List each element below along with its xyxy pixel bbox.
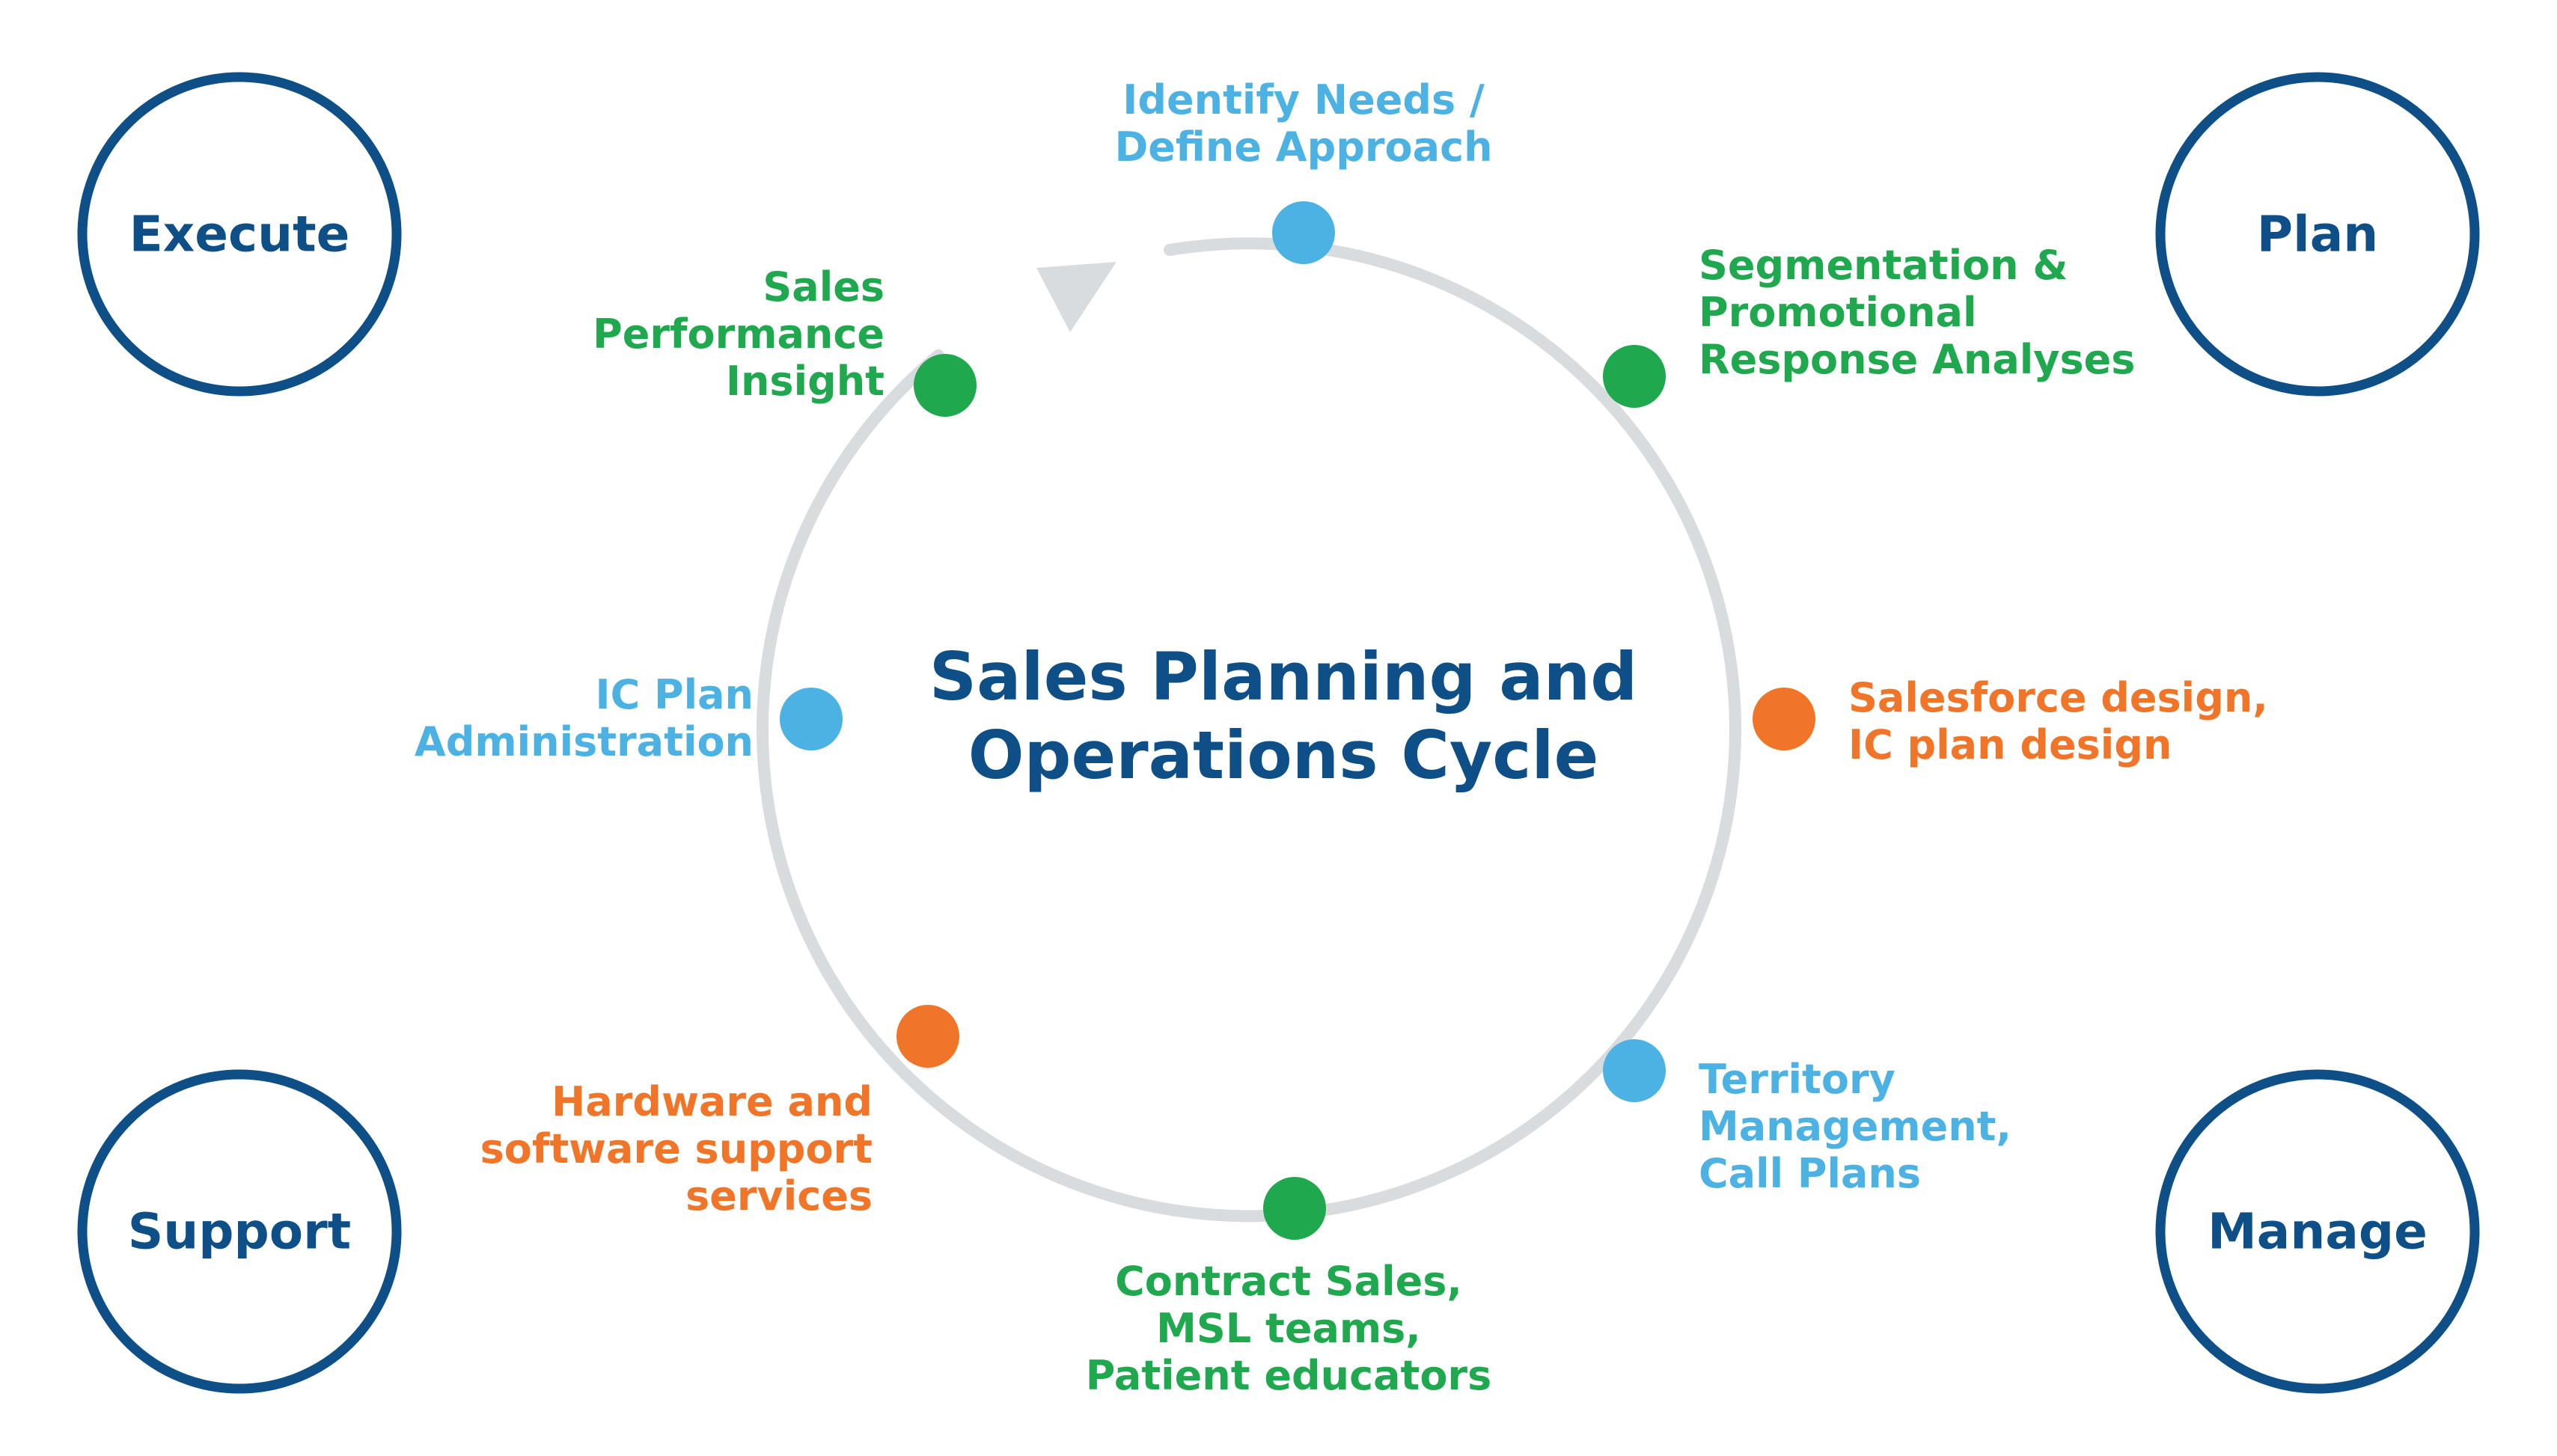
cycle-step-label: Performance <box>593 311 885 358</box>
cycle-step-dot <box>1272 201 1335 264</box>
phase-plan-label: Plan <box>2257 206 2379 263</box>
phase-execute: Execute <box>77 72 402 397</box>
cycle-step-dot <box>896 1005 959 1068</box>
cycle-step-dot <box>780 688 843 750</box>
cycle-step-label: services <box>685 1172 873 1220</box>
cycle-step-dot <box>1753 688 1815 750</box>
cycle-step: Identify Needs /Define Approach <box>1114 76 1493 264</box>
cycle-arrowhead <box>1036 262 1116 332</box>
cycle-step-label: Define Approach <box>1114 123 1492 171</box>
phase-manage: Manage <box>2155 1069 2480 1394</box>
cycle-step-label: Management, <box>1699 1103 2011 1150</box>
cycle-step-dot <box>1263 1177 1326 1240</box>
cycle-step-label: Patient educators <box>1086 1352 1491 1399</box>
cycle-step-label: Administration <box>415 718 754 765</box>
cycle-step-label: IC plan design <box>1848 721 2172 768</box>
cycle-steps: Identify Needs /Define ApproachSegmentat… <box>415 76 2268 1399</box>
phase-support: Support <box>77 1069 402 1394</box>
phase-plan: Plan <box>2155 72 2480 397</box>
cycle-step-dot <box>914 354 977 417</box>
phase-support-label: Support <box>128 1203 351 1261</box>
cycle-step-label: Segmentation & <box>1699 242 2068 289</box>
cycle-step-label: software support <box>480 1125 873 1172</box>
phase-execute-label: Execute <box>129 206 350 263</box>
cycle-step-label: Promotional <box>1699 289 1977 336</box>
cycle-step: Salesforce design,IC plan design <box>1753 674 2268 768</box>
cycle-step: Contract Sales,MSL teams,Patient educato… <box>1086 1177 1491 1399</box>
cycle-step-dot <box>1603 1039 1666 1102</box>
phase-manage-label: Manage <box>2208 1203 2428 1261</box>
cycle-step-label: Identify Needs / <box>1122 76 1485 123</box>
cycle-step-label: Hardware and <box>552 1078 873 1125</box>
cycle-step-label: Call Plans <box>1699 1150 1921 1197</box>
cycle-step-label: Insight <box>726 358 885 405</box>
cycle-ring <box>756 237 1741 1223</box>
diagram-title-line-1: Sales Planning and <box>929 638 1637 715</box>
cycle-step-label: MSL teams, <box>1156 1305 1421 1352</box>
cycle-step-dot <box>1603 345 1666 408</box>
cycle-step-label: Sales <box>763 263 885 311</box>
diagram-title-line-2: Operations Cycle <box>968 717 1599 794</box>
cycle-step-label: IC Plan <box>596 671 754 718</box>
cycle-step-label: Response Analyses <box>1699 336 2135 383</box>
cycle-step-label: Territory <box>1699 1056 1895 1103</box>
cycle-step-label: Salesforce design, <box>1848 674 2268 721</box>
cycle-step-label: Contract Sales, <box>1115 1258 1462 1305</box>
